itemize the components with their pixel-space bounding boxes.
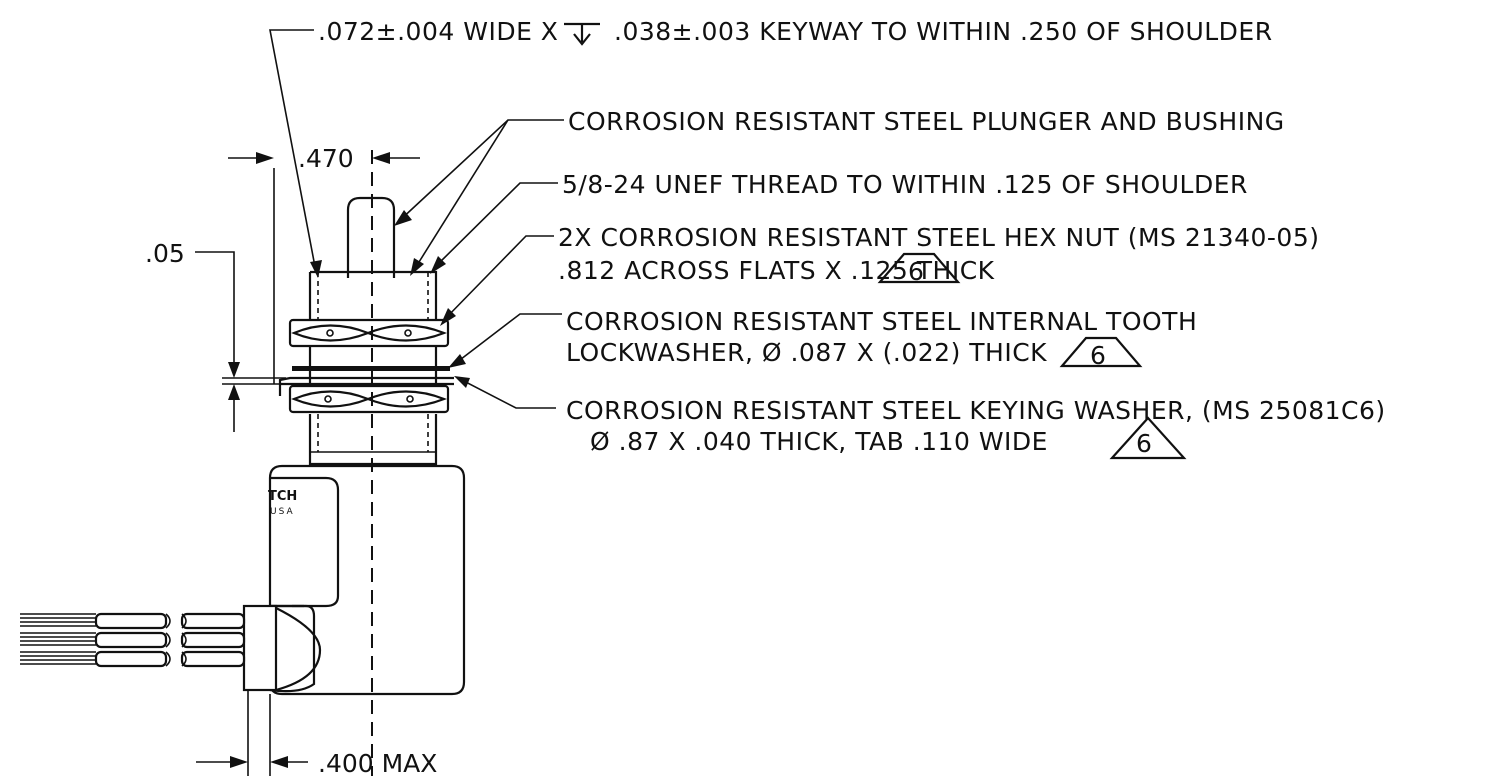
- plunger-note: CORROSION RESISTANT STEEL PLUNGER AND BU…: [568, 107, 1285, 136]
- leader-lockwasher: [448, 313, 562, 368]
- keywasher-note-line1: CORROSION RESISTANT STEEL KEYING WASHER,…: [566, 396, 1386, 425]
- hexnut-note-line2: .812 ACROSS FLATS X .125 THICK: [558, 256, 995, 285]
- leader-keyway: [269, 29, 322, 278]
- country-label: USA: [270, 507, 295, 517]
- hexnut-note-line1: 2X CORROSION RESISTANT STEEL HEX NUT (MS…: [558, 223, 1319, 252]
- hex-nut-upper: [288, 318, 450, 348]
- dimension-05: [195, 251, 286, 432]
- terminal-block: [242, 604, 322, 693]
- dim-470-label: .470: [298, 144, 354, 173]
- dim-400-label: .400 MAX: [318, 749, 437, 777]
- leader-plunger: [394, 119, 564, 276]
- dim-05-label: .05: [145, 239, 185, 268]
- brand-label: TCH: [268, 489, 297, 504]
- dimension-400: [196, 690, 308, 776]
- flag-note-keywasher: 6: [1109, 416, 1187, 460]
- lockwasher-note-line2: LOCKWASHER, Ø .087 X (.022) THICK: [566, 338, 1047, 367]
- flag-note-hexnut: 6: [877, 252, 961, 286]
- hex-nut-lower: [288, 384, 450, 414]
- thread-note: 5/8-24 UNEF THREAD TO WITHIN .125 OF SHO…: [562, 170, 1248, 199]
- leader-keywasher: [454, 376, 556, 409]
- keyway-note-prefix: .072±.004 WIDE X: [318, 17, 558, 46]
- leader-thread: [430, 182, 558, 274]
- lockwasher-note-line1: CORROSION RESISTANT STEEL INTERNAL TOOTH: [566, 307, 1197, 336]
- wires: [20, 612, 246, 668]
- depth-symbol: [564, 22, 600, 46]
- lockwasher: [292, 366, 450, 371]
- keyway-note-suffix: .038±.003 KEYWAY TO WITHIN .250 OF SHOUL…: [614, 17, 1273, 46]
- keywasher-note-line2: Ø .87 X .040 THICK, TAB .110 WIDE: [590, 427, 1048, 456]
- svg-text:6: 6: [1136, 429, 1152, 458]
- svg-text:6: 6: [1090, 341, 1106, 370]
- svg-text:6: 6: [908, 257, 924, 286]
- flag-note-lockwasher: 6: [1059, 336, 1143, 370]
- dimension-470: [228, 152, 420, 384]
- switch-housing: [268, 464, 466, 696]
- leader-hexnut: [440, 235, 554, 326]
